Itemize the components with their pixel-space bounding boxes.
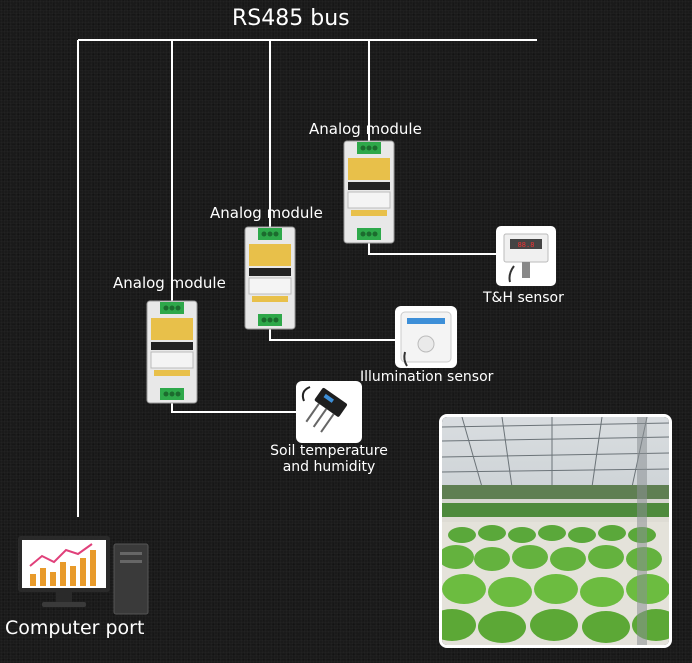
module-3-label: Analog module: [309, 120, 422, 138]
computer-icon: [18, 536, 149, 615]
th-sensor-label: T&H sensor: [483, 290, 564, 306]
svg-text:88.8: 88.8: [518, 241, 535, 249]
bus-title: RS485 bus: [232, 6, 350, 31]
analog-module-3: [343, 140, 395, 244]
module-1-label: Analog module: [113, 274, 226, 292]
soil-sensor-icon: [296, 381, 362, 443]
soil-sensor-label-line1: Soil temperature: [270, 443, 388, 459]
illumination-sensor-icon: [395, 306, 457, 368]
illumination-sensor-label: Illumination sensor: [360, 369, 494, 385]
computer-port-label: Computer port: [5, 617, 145, 639]
soil-sensor-label-line2: and humidity: [282, 459, 376, 475]
greenhouse-illustration: [442, 417, 669, 645]
analog-module-1: [146, 300, 198, 404]
greenhouse-photo: [439, 414, 672, 648]
th-sensor-icon: 88.8: [496, 226, 556, 286]
soil-sensor-label: Soil temperature and humidity: [264, 443, 394, 475]
module-2-label: Analog module: [210, 204, 323, 222]
analog-module-2: [244, 226, 296, 330]
